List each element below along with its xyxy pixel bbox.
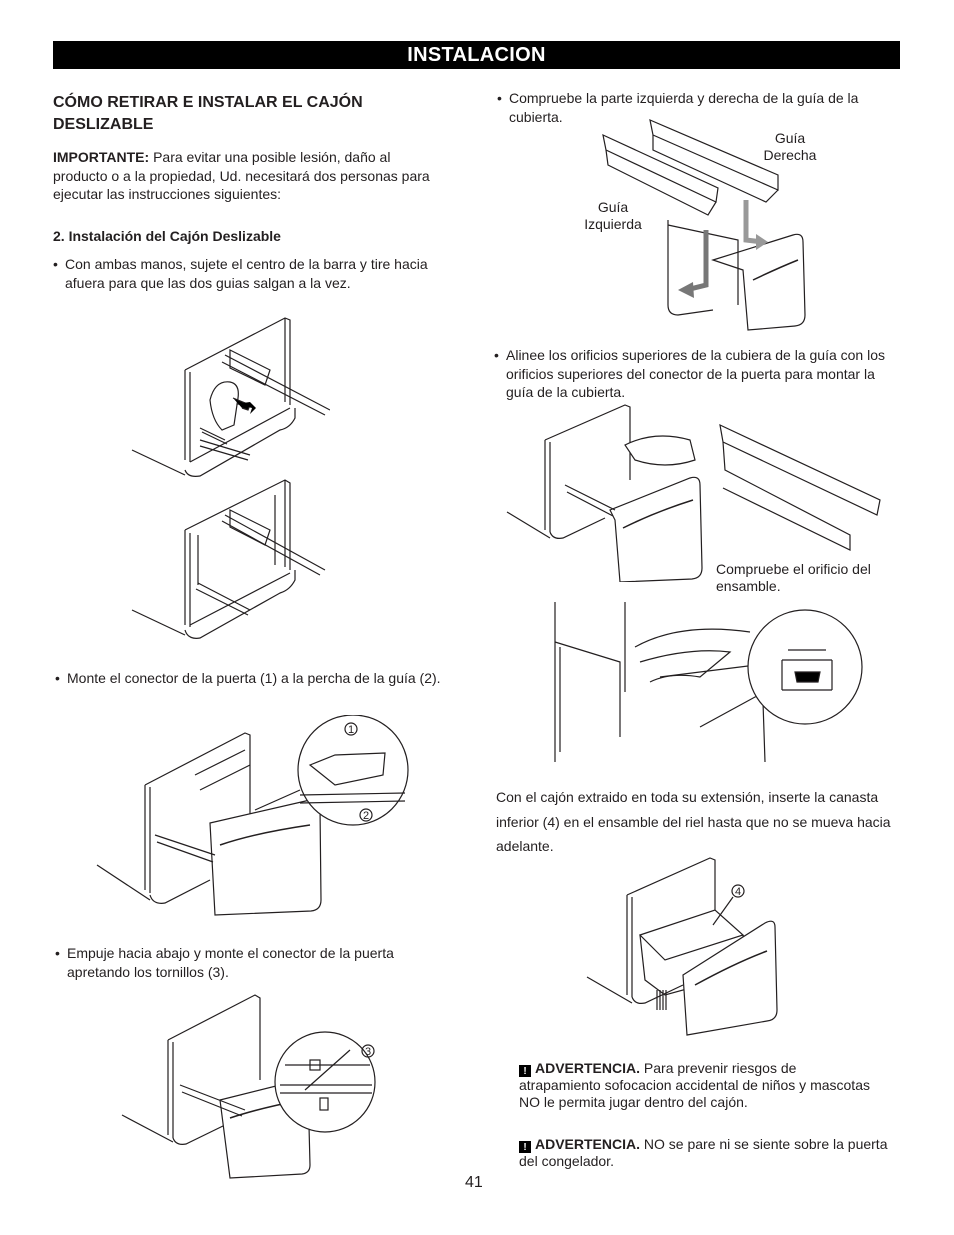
callout-4-label: 4 xyxy=(735,886,741,898)
bullet-text: Con ambas manos, sujete el centro de la … xyxy=(65,256,428,291)
bullet-check-guides: •Compruebe la parte izquierda y derecha … xyxy=(497,90,859,125)
page-number: 41 xyxy=(465,1174,483,1191)
bullet-mount-connector: •Monte el conector de la puerta (1) a la… xyxy=(55,670,441,686)
bullet-text: Alinee los orificios superiores de la cu… xyxy=(506,347,885,400)
bullet-text: Empuje hacia abajo y monte el conector d… xyxy=(67,945,394,980)
callout-2-label: 2 xyxy=(363,810,369,822)
warning-icon: ! xyxy=(519,1141,531,1153)
warning-label: ADVERTENCIA. xyxy=(535,1136,641,1152)
section-heading: CÓMO RETIRAR E INSTALAR EL CAJÓN DESLIZA… xyxy=(53,94,363,133)
important-note: IMPORTANTE: Para evitar una posible lesi… xyxy=(53,148,448,204)
label-check-hole: Compruebe el orificio del ensamble. xyxy=(716,561,871,594)
bullet-align-holes: •Alinee los orificios superiores de la c… xyxy=(494,347,885,400)
figure-tighten-screws: 3 xyxy=(120,990,385,1180)
bullet-tighten-screws: •Empuje hacia abajo y monte el conector … xyxy=(55,945,394,980)
important-text: Para evitar una posible lesión, daño al … xyxy=(53,149,430,202)
bullet-text: Compruebe la parte izquierda y derecha d… xyxy=(509,90,859,125)
basket-paragraph: Con el cajón extraido en toda su extensi… xyxy=(496,789,891,854)
bullet-text: Monte el conector de la puerta (1) a la … xyxy=(67,670,441,686)
bullet-pull-guides: •Con ambas manos, sujete el centro de la… xyxy=(53,256,428,291)
step-heading: 2. Instalación del Cajón Deslizable xyxy=(53,228,281,244)
figure-guide-covers xyxy=(598,110,813,332)
label-left-guide: Guía Izquierda xyxy=(584,199,642,232)
figure-align-holes xyxy=(505,400,890,582)
warning-children: ! ADVERTENCIA. Para prevenir riesgos de a… xyxy=(519,1060,879,1111)
figure-guides-extended xyxy=(130,475,330,647)
label-right-guide: Guía Derecha xyxy=(763,130,817,163)
figure-pull-bar xyxy=(130,310,330,485)
important-label: IMPORTANTE: xyxy=(53,149,150,165)
callout-3-label: 3 xyxy=(365,1046,371,1058)
figure-hole-closeup xyxy=(550,602,870,767)
warning-text: NO se pare ni se siente sobre la puerta … xyxy=(519,1136,888,1169)
warning-stand: ! ADVERTENCIA. NO se pare ni se siente so… xyxy=(519,1136,889,1170)
figure-door-connector: 1 2 xyxy=(95,715,425,920)
warning-icon: ! xyxy=(519,1065,531,1077)
figure-basket-insert: 4 xyxy=(585,855,785,1040)
callout-1-label: 1 xyxy=(348,724,354,736)
warning-text: Para prevenir riesgos de atrapamiento so… xyxy=(519,1060,870,1110)
warning-label: ADVERTENCIA. xyxy=(535,1060,641,1076)
page-header: INSTALACION xyxy=(53,41,900,69)
